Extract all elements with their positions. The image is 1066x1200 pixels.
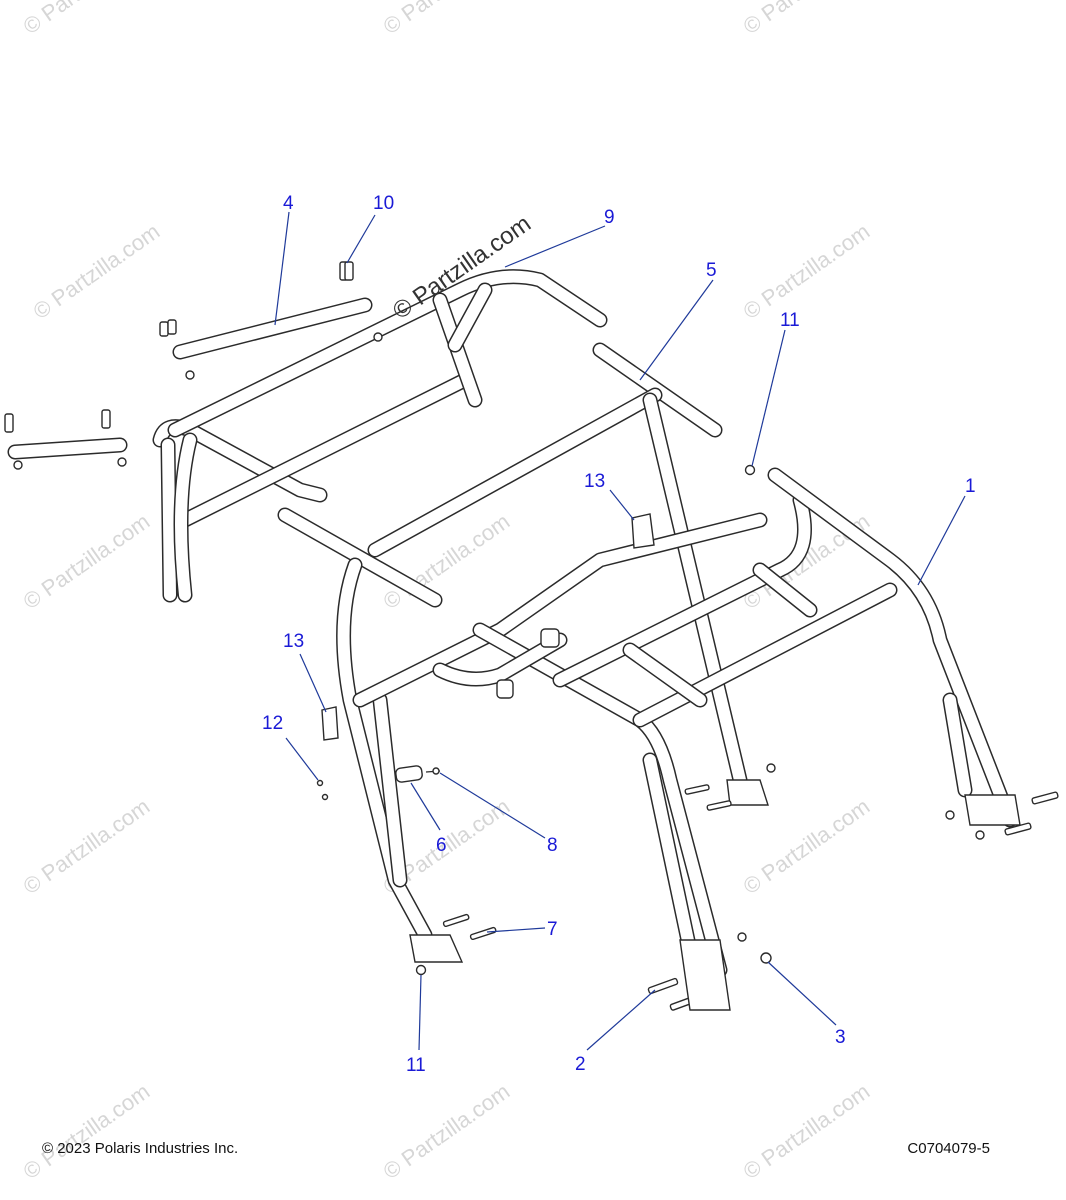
watermark-text: © Partzilla.com [29,219,165,325]
callout-9: 9 [604,207,615,228]
callout-11-upper: 11 [780,310,800,331]
callout-13-lower: 13 [283,631,304,652]
watermark-text: © Partzilla.com [739,219,875,325]
watermark-text: © Partzilla.com [19,509,155,615]
callout-2: 2 [575,1054,586,1075]
callout-13-upper: 13 [584,471,605,492]
callout-5: 5 [706,260,717,281]
callouts: 1 2 3 4 5 6 7 8 9 10 11 11 12 13 13 [262,193,976,1076]
callout-10: 10 [373,193,394,214]
callout-11-lower: 11 [406,1055,426,1076]
watermark-text: © Partzilla.com [379,509,515,615]
watermark-text: © Partzilla.com [388,210,536,325]
watermark-text: © Partzilla.com [19,0,155,39]
watermark-text: © Partzilla.com [379,0,515,39]
callout-1: 1 [965,476,976,497]
watermark-text: © Partzilla.com [739,0,875,39]
callout-4: 4 [283,193,294,214]
leader-lines [274,211,966,1051]
callout-6: 6 [436,835,447,856]
callout-7: 7 [547,919,558,940]
watermark-text: © Partzilla.com [739,794,875,900]
roll-cage-tubes [152,269,1018,978]
callout-8: 8 [547,835,558,856]
callout-12: 12 [262,713,283,734]
watermark-text: © Partzilla.com [19,1079,155,1185]
copyright-text: © 2023 Polaris Industries Inc. [42,1140,239,1157]
watermark-text: © Partzilla.com [379,1079,515,1185]
loose-parts [4,261,1059,1011]
callout-3: 3 [835,1027,846,1048]
diagram-id: C0704079-5 [907,1140,990,1157]
watermark-text: © Partzilla.com [19,794,155,900]
watermark-text: © Partzilla.com [739,1079,875,1185]
